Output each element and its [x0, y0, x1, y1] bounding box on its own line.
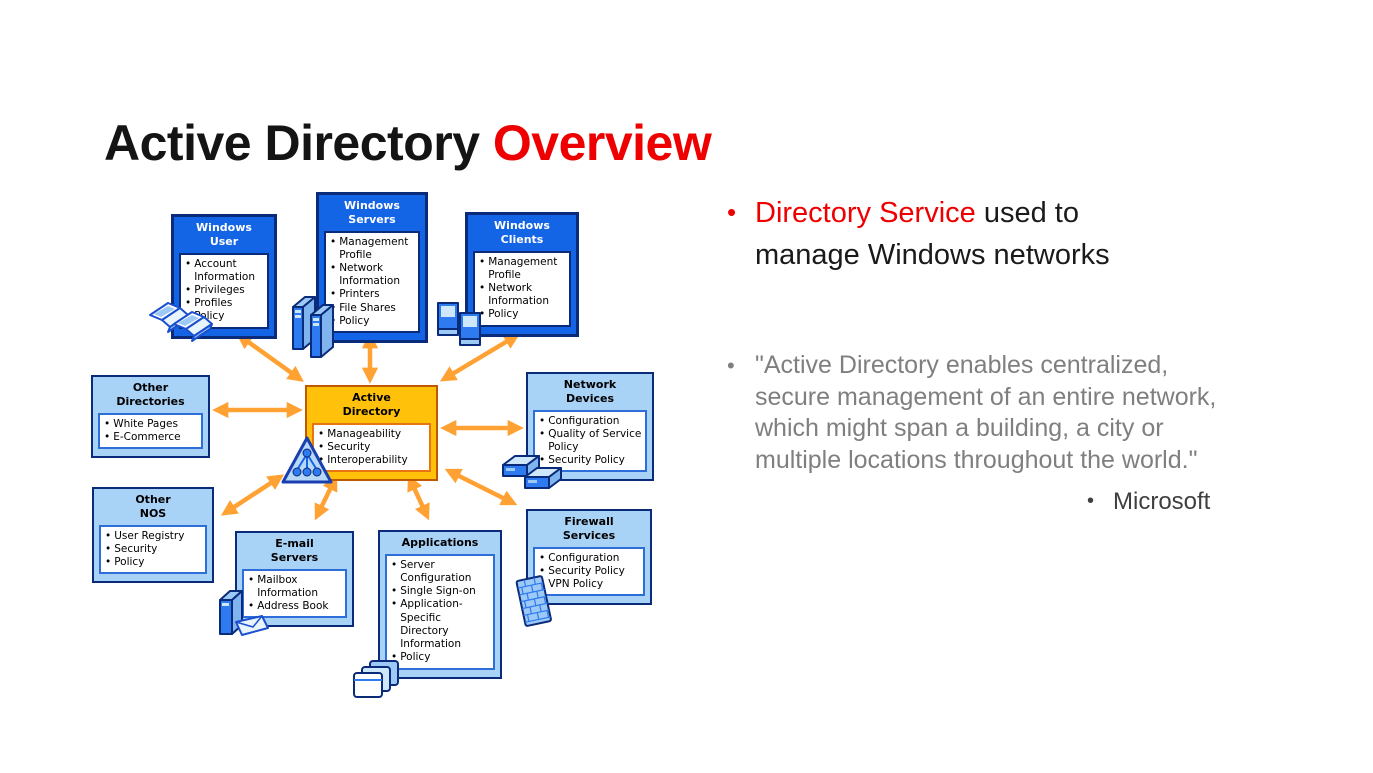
diagram-box-windows-user: Windows User Account Information Privile… — [171, 214, 277, 339]
diagram-box-active-directory: Active Directory Manageability Security … — [305, 385, 438, 482]
box-item: Interoperability — [316, 454, 428, 467]
diagram-box-email-servers: E-mail Servers Mailbox Information Addre… — [235, 531, 354, 628]
box-item: Printers — [328, 288, 417, 301]
firewall-brick-wall-icon — [512, 573, 556, 631]
box-title: Applications — [401, 536, 479, 549]
bullet-icon: • — [727, 353, 735, 379]
content-column: • Directory Service used to manage Windo… — [727, 192, 1237, 517]
desktop-computers-icon — [436, 301, 492, 351]
bullet-text: Directory Service used to manage Windows… — [755, 192, 1185, 276]
mail-server-envelope-icon — [216, 588, 274, 646]
bullet-attribution: • Microsoft — [1087, 486, 1237, 517]
box-title: Other NOS — [135, 493, 171, 520]
box-title: Network Devices — [563, 378, 617, 405]
active-directory-diagram: Windows User Account Information Privile… — [88, 183, 688, 708]
box-item: Application-Specific Directory Informati… — [389, 598, 492, 651]
box-item-list: Configuration Security Policy VPN Policy — [533, 546, 645, 597]
quote-text: "Active Directory enables centralized, s… — [755, 351, 1217, 474]
box-item: Manageability — [316, 428, 428, 441]
box-item: User Registry — [103, 530, 204, 543]
box-item: Policy — [389, 651, 492, 664]
directory-tree-triangle-icon — [280, 435, 334, 487]
box-item-list: White Pages E-Commerce — [98, 412, 203, 449]
box-item: Privileges — [183, 284, 266, 297]
server-towers-icon — [291, 295, 343, 363]
connector-arrows — [212, 332, 524, 521]
box-item: Quality of Service Policy — [537, 428, 644, 454]
box-item-list: Account Information Privileges Profiles … — [179, 252, 269, 329]
bullet-directory-service: • Directory Service used to manage Windo… — [727, 192, 1237, 276]
slide-title-black: Active Directory — [104, 114, 493, 171]
bullet-quote: • "Active Directory enables centralized,… — [727, 350, 1237, 476]
box-item: Network Information — [477, 282, 568, 308]
diagram-box-firewall-services: Firewall Services Configuration Security… — [526, 509, 652, 606]
box-item: Security Policy — [537, 565, 642, 578]
attribution-text: Microsoft — [1113, 488, 1211, 516]
box-title: Firewall Services — [562, 515, 616, 542]
slide-title: Active Directory Overview — [104, 114, 712, 172]
box-title: E-mail Servers — [270, 537, 319, 564]
box-item-list: Configuration Quality of Service Policy … — [533, 409, 647, 473]
box-title: Active Directory — [342, 391, 401, 418]
application-windows-icon — [352, 659, 404, 705]
box-item: Configuration — [537, 552, 642, 565]
box-title: Other Directories — [116, 381, 185, 408]
box-item: Address Book — [246, 600, 344, 613]
diagram-box-windows-clients: Windows Clients Management Profile Netwo… — [465, 212, 579, 337]
box-item-list: Management Profile Network Information P… — [324, 230, 420, 334]
box-item: VPN Policy — [537, 578, 642, 591]
box-item: Configuration — [537, 415, 644, 428]
box-item: E-Commerce — [102, 431, 200, 444]
box-item: Server Configuration — [389, 559, 492, 585]
slide-title-red: Overview — [492, 114, 712, 171]
bullet-icon: • — [727, 197, 737, 227]
box-item-list: User Registry Security Policy — [99, 524, 207, 575]
diagram-box-other-nos: Other NOS User Registry Security Policy — [92, 487, 214, 584]
bullet-text-black: used to manage Windows networks — [755, 197, 1110, 272]
diagram-box-windows-servers: Windows Servers Management Profile Netwo… — [316, 192, 428, 344]
box-item: Policy — [328, 315, 417, 328]
box-item: Management Profile — [477, 256, 568, 282]
box-item: Management Profile — [328, 236, 417, 262]
box-title: Windows Servers — [344, 199, 400, 226]
box-item: Network Information — [328, 262, 417, 288]
box-item: Mailbox Information — [246, 574, 344, 600]
box-title: Windows User — [196, 221, 252, 248]
box-item: White Pages — [102, 418, 200, 431]
diagram-box-applications: Applications Server Configuration Single… — [378, 530, 502, 679]
bullet-text-red: Directory Service — [755, 197, 976, 229]
box-item-list: Manageability Security Interoperability — [312, 422, 431, 473]
box-item-list: Management Profile Network Information P… — [473, 250, 571, 327]
box-item: Account Information — [183, 258, 266, 284]
laptops-icon — [146, 299, 216, 355]
bullet-icon: • — [1087, 490, 1095, 513]
box-item: File Shares — [328, 302, 417, 315]
box-item: Policy — [477, 308, 568, 321]
box-item: Security Policy — [537, 454, 644, 467]
box-item-list: Server Configuration Single Sign-on Appl… — [385, 553, 495, 670]
box-item: Single Sign-on — [389, 585, 492, 598]
box-title: Windows Clients — [494, 219, 550, 246]
box-item: Policy — [103, 556, 204, 569]
network-switches-icon — [501, 453, 563, 499]
box-item: Security — [103, 543, 204, 556]
diagram-box-other-directories: Other Directories White Pages E-Commerce — [91, 375, 210, 458]
box-item: Profiles — [183, 297, 266, 310]
box-item: Security — [316, 441, 428, 454]
diagram-box-network-devices: Network Devices Configuration Quality of… — [526, 372, 654, 482]
